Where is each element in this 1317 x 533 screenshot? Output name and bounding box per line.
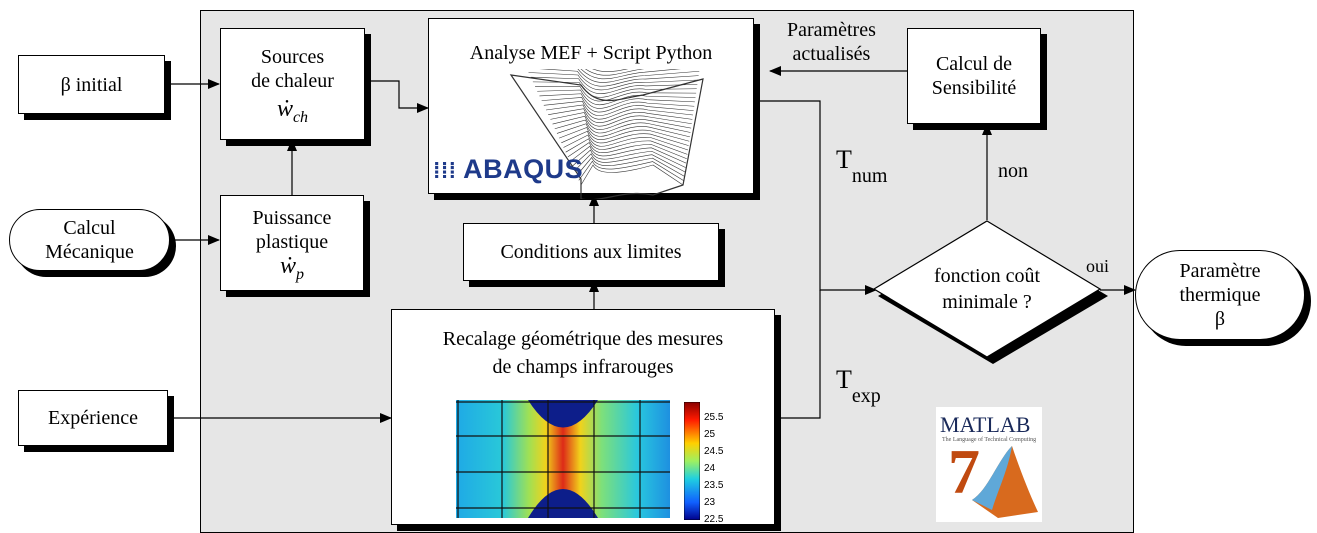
t-exp-label: Texp <box>836 365 881 408</box>
colorbar-tick: 25 <box>704 429 716 440</box>
heat-sources-symbol: ẇ <box>276 95 293 122</box>
matlab-logo-title: MATLAB <box>940 412 1031 437</box>
plastic-power-formula: ẇp <box>279 252 304 283</box>
abaqus-logo-text: ABAQUS <box>463 154 584 184</box>
mesh-plate-image <box>509 69 704 199</box>
result-terminal: Paramètre thermique β <box>1135 250 1305 340</box>
experiment-box: Expérience <box>18 390 168 446</box>
mechanical-calc-line1: Calcul <box>63 217 116 239</box>
t-num-label: Tnum <box>836 145 887 188</box>
plastic-power-symbol: ẇ <box>279 252 296 279</box>
fem-analysis-box: Analyse MEF + Script Python ⁞⁞⁞ ABAQUS <box>428 18 754 199</box>
boundary-conditions-label: Conditions aux limites <box>500 241 682 263</box>
sensitivity-line2: Sensibilité <box>931 77 1017 99</box>
boundary-conditions-box: Conditions aux limites <box>463 223 719 281</box>
registration-line1: Recalage géométrique des mesures <box>442 328 724 350</box>
colorbar <box>684 402 700 520</box>
abaqus-mark-icon: ⁞⁞⁞ <box>433 158 464 183</box>
heat-sources-subscript: ch <box>292 108 309 126</box>
sensitivity-line1: Calcul de <box>935 53 1013 75</box>
mechanical-calc-line2: Mécanique <box>45 241 134 263</box>
matlab-logo-version: 7 <box>948 436 980 507</box>
plastic-power-line2: plastique <box>255 230 329 253</box>
heat-sources-line1: Sources <box>260 45 325 68</box>
t-num-sub: num <box>851 165 888 187</box>
abaqus-logo: ⁞⁞⁞ ABAQUS <box>433 154 584 184</box>
decision-diamond: fonction coût minimale ? <box>874 264 1100 314</box>
plastic-power-box: Puissance plastique ẇp <box>220 195 364 291</box>
heat-sources-box: Sources de chaleur ẇch <box>220 28 365 140</box>
heat-sources-line2: de chaleur <box>251 69 334 92</box>
result-line3: β <box>1214 308 1226 330</box>
decision-line2: minimale ? <box>942 291 1032 313</box>
colorbar-tick: 24 <box>704 463 716 474</box>
mechanical-calc-terminal: Calcul Mécanique <box>9 209 170 271</box>
plastic-power-line1: Puissance <box>252 206 332 229</box>
colorbar-tick: 23.5 <box>704 480 724 491</box>
registration-box: Recalage géométrique des mesures de cham… <box>391 309 775 525</box>
t-num-base: T <box>836 145 852 174</box>
t-exp-sub: exp <box>851 385 881 407</box>
colorbar-tick: 25.5 <box>704 412 724 423</box>
result-line1: Paramètre <box>1179 260 1261 282</box>
experiment-label: Expérience <box>48 407 138 429</box>
yes-label: oui <box>1086 256 1110 276</box>
heat-sources-formula: ẇch <box>276 95 309 126</box>
registration-line2: de champs infrarouges <box>492 356 674 378</box>
infrared-field-map <box>456 400 670 518</box>
updated-params-line1: Paramètres <box>787 19 876 41</box>
colorbar-tick: 24.5 <box>704 446 724 457</box>
t-exp-base: T <box>836 365 852 394</box>
updated-params-label: Paramètres actualisés <box>787 18 876 66</box>
decision-line1: fonction coût <box>933 265 1041 287</box>
result-line2: thermique <box>1179 284 1261 306</box>
plastic-power-subscript: p <box>296 265 304 283</box>
sensitivity-box: Calcul de Sensibilité <box>907 28 1041 124</box>
updated-params-line2: actualisés <box>792 43 871 65</box>
no-label: non <box>998 160 1028 182</box>
colorbar-tick: 22.5 <box>704 514 724 525</box>
beta-initial-label: β initial <box>60 73 123 96</box>
matlab-membrane-icon <box>972 446 1038 518</box>
beta-initial-box: β initial <box>18 55 165 114</box>
fem-analysis-title: Analyse MEF + Script Python <box>469 42 713 64</box>
matlab-logo-subtitle: The Language of Technical Computing <box>942 437 1037 443</box>
colorbar-tick: 23 <box>704 497 716 508</box>
